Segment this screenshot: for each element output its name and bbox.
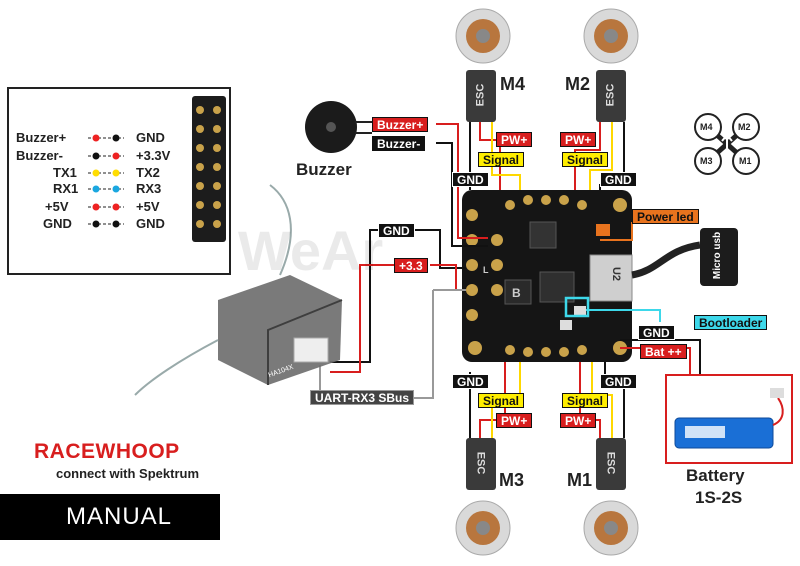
pin-left-rx1: RX1 <box>53 181 79 196</box>
signal-label-m2: Signal <box>562 152 609 167</box>
orient-m3: M3 <box>700 156 713 166</box>
v33-label: +3.3 <box>394 258 428 273</box>
bootloader-label: Bootloader <box>694 315 768 330</box>
buzzer-graphic <box>305 101 372 153</box>
signal-label-m3: Signal <box>478 393 525 408</box>
signal-label-m1: Signal <box>562 393 609 408</box>
brand-subtitle: connect with Spektrum <box>56 466 200 481</box>
board-u2-mark: U2 <box>610 266 623 282</box>
pw-label-m1: PW+ <box>560 413 597 428</box>
pin-right-rx3: RX3 <box>136 181 162 196</box>
esc-m3-label: ESC <box>474 451 487 475</box>
power-led-label: Power led <box>632 209 699 224</box>
orient-m2: M2 <box>738 122 751 132</box>
orient-m1: M1 <box>739 156 752 166</box>
signal-label-m4: Signal <box>478 152 525 167</box>
flight-controller-board <box>462 190 633 362</box>
battery-title: Battery <box>686 466 745 485</box>
battery-spec: 1S-2S <box>695 488 743 507</box>
gnd-label-m3: GND <box>452 374 489 389</box>
pw-label-m4: PW+ <box>496 132 533 147</box>
orient-m4: M4 <box>700 122 713 132</box>
pw-label-m3: PW+ <box>496 413 533 428</box>
pin-right-tx2: TX2 <box>136 165 160 180</box>
pin-right-gnd: GND <box>136 130 165 145</box>
motor-m1-graphic <box>583 438 639 556</box>
buzzer-neg-label: Buzzer- <box>372 136 426 151</box>
pw-label-m2: PW+ <box>560 132 597 147</box>
gnd-label-m2: GND <box>600 172 637 187</box>
battery-frame <box>665 374 793 464</box>
manual-bar <box>0 494 220 540</box>
micro-usb-label: Micro usb <box>712 231 724 280</box>
motor-m4-graphic <box>455 8 511 122</box>
micro-usb-plug <box>700 228 738 286</box>
motor-m3-graphic <box>455 438 511 556</box>
motor-m3-label: M3 <box>499 470 525 490</box>
motor-m1-label: M1 <box>567 470 593 490</box>
pinout-dots <box>88 134 124 228</box>
motor-m4-label: M4 <box>500 74 526 94</box>
manual-label: MANUAL <box>66 503 173 530</box>
gnd-label-m4: GND <box>452 172 489 187</box>
board-b-mark: B <box>512 286 521 300</box>
buzzer-title: Buzzer <box>296 160 352 179</box>
pin-right-3v3: +3.3V <box>136 148 171 163</box>
watermark: WeAr <box>238 219 384 282</box>
esc-m2-label: ESC <box>604 83 617 107</box>
pin-left-gnd: GND <box>43 216 72 231</box>
board-l-mark: L <box>483 265 489 275</box>
pin-right-gnd2: GND <box>136 216 165 231</box>
gnd-label-m1: GND <box>600 374 637 389</box>
pin-left-5v: +5V <box>45 199 69 214</box>
gnd-label-receiver: GND <box>378 223 415 238</box>
pin-left-buzzer-neg: Buzzer- <box>16 148 63 163</box>
brand-title: RACEWHOOP <box>34 440 180 463</box>
esc-m4-label: ESC <box>474 83 487 107</box>
gnd-label-battery: GND <box>638 325 675 340</box>
pin-left-buzzer-pos: Buzzer+ <box>16 130 67 145</box>
battery-graphic <box>674 388 784 449</box>
buzzer-pos-label: Buzzer+ <box>372 117 429 132</box>
pin-left-tx1: TX1 <box>53 165 77 180</box>
pin-right-5v: +5V <box>136 199 160 214</box>
bat-label: Bat ++ <box>640 344 687 359</box>
receiver-graphic <box>134 184 343 396</box>
motor-m2-graphic <box>583 8 639 122</box>
esc-m1-label: ESC <box>604 451 617 475</box>
header-pins <box>196 106 221 228</box>
motor-m2-label: M2 <box>565 74 591 94</box>
uart-label: UART-RX3 SBus <box>310 390 415 405</box>
drone-orientation-graphic <box>694 113 760 175</box>
